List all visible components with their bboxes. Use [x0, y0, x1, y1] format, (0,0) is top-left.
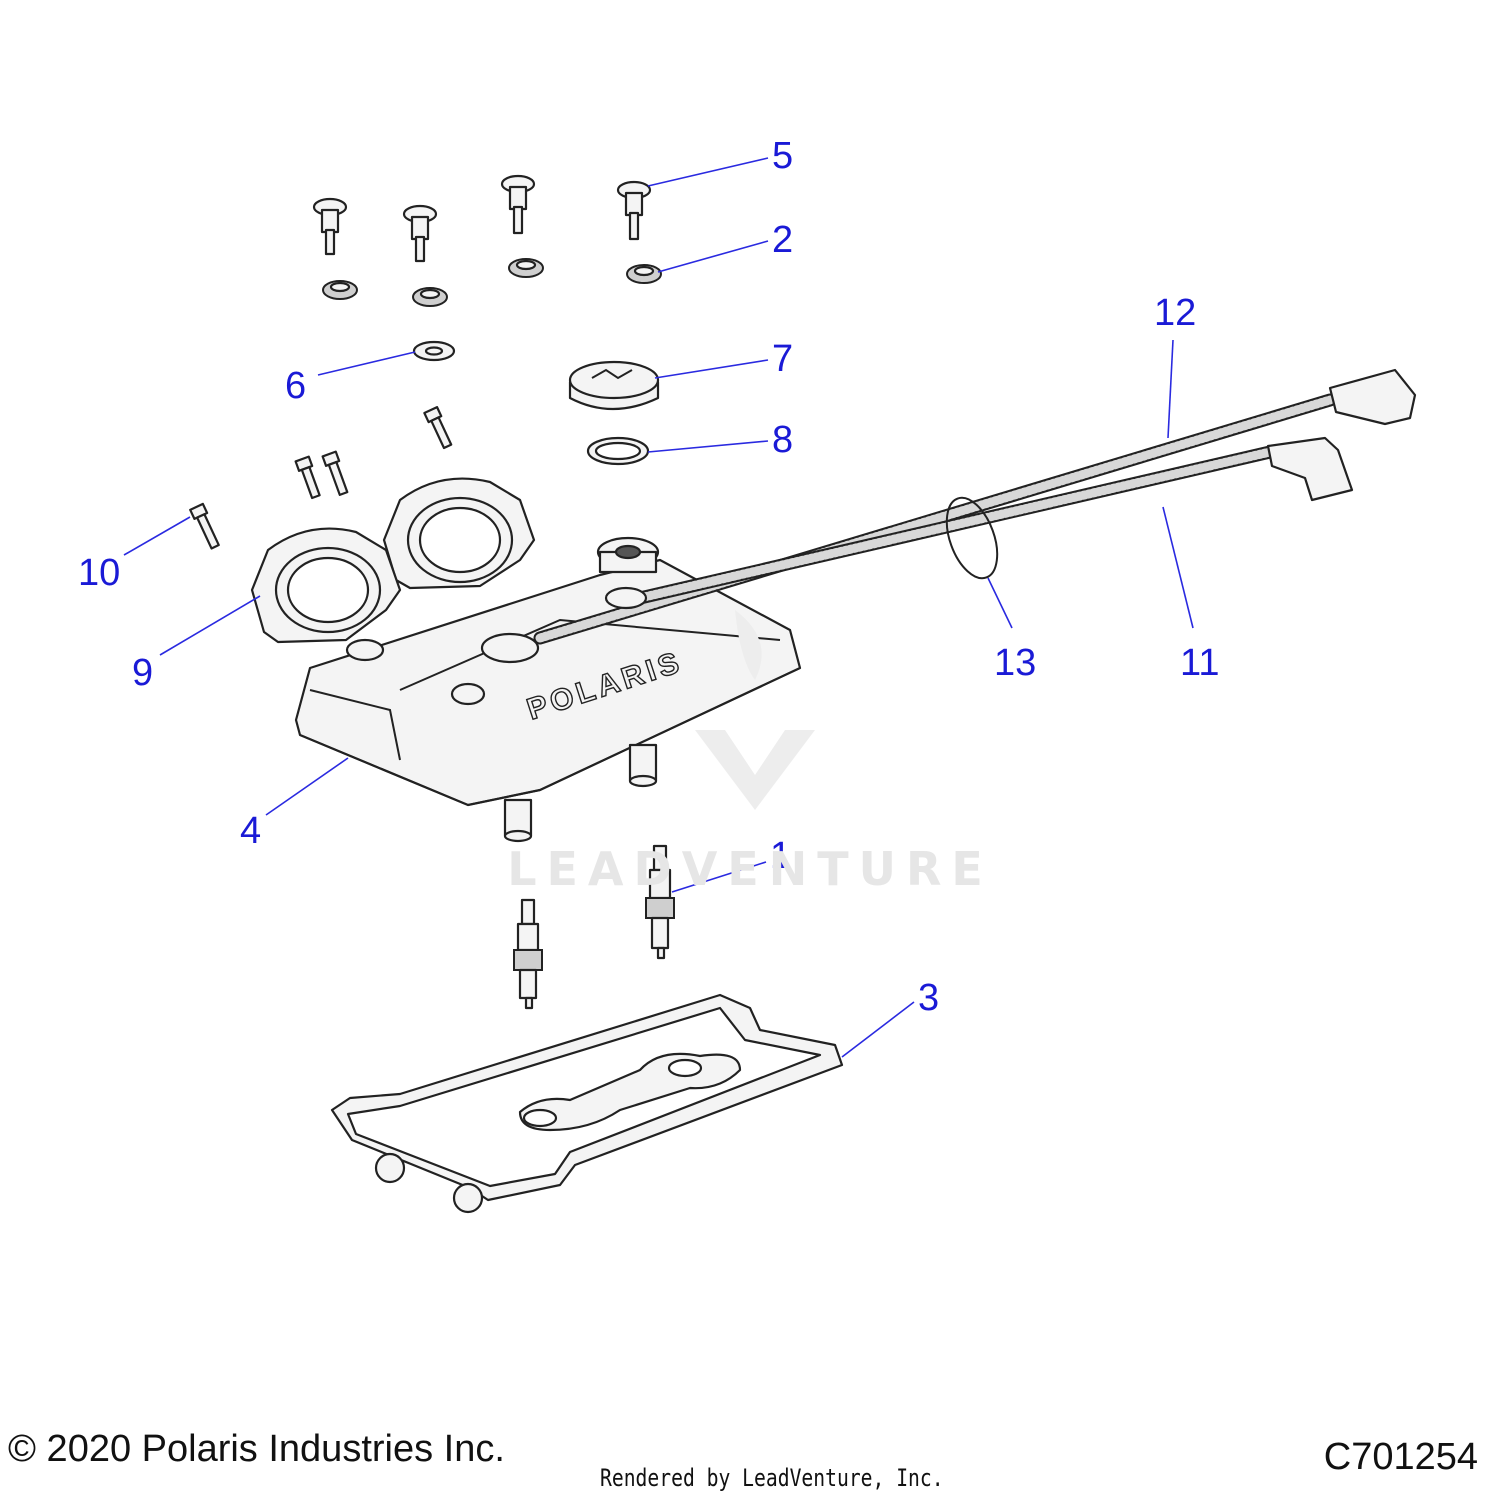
bolt [312, 197, 348, 256]
bolt-5-group [312, 174, 652, 263]
callout-6: 6 [285, 365, 306, 407]
oil-fill-cap-7 [568, 360, 660, 411]
wire-loop-13 [945, 496, 999, 580]
callout-10: 10 [78, 552, 120, 594]
callout-11: 11 [1180, 642, 1219, 684]
bolt [402, 204, 438, 263]
drawing-id: C701254 [1323, 1436, 1478, 1478]
callout-labels: 5 2 12 7 6 8 10 9 13 11 4 1 3 [78, 135, 1219, 1019]
callout-8: 8 [772, 419, 793, 461]
callout-7: 7 [772, 338, 793, 380]
watermark-logo-icon [695, 610, 815, 810]
callout-12: 12 [1154, 292, 1196, 334]
bolt [616, 180, 652, 241]
bolt [500, 174, 536, 235]
leader-lines [123, 157, 1194, 1058]
valve-cover-gasket-3 [330, 993, 844, 1214]
grommet-2-group [322, 258, 662, 307]
callout-5: 5 [772, 135, 793, 177]
copyright-text: © 2020 Polaris Industries Inc. [8, 1428, 505, 1470]
washer-6 [412, 340, 456, 362]
o-ring-8 [586, 436, 650, 466]
spark-plug [513, 898, 543, 1010]
spark-plug-1-group [513, 844, 675, 1010]
rendered-by-text: Rendered by LeadVenture, Inc. [600, 1464, 944, 1492]
callout-4: 4 [240, 810, 261, 852]
spark-plug-wire-11 [604, 436, 1354, 610]
intake-boot [250, 527, 402, 644]
watermark-text: LEADVENTURE [507, 842, 993, 896]
spark-plug [645, 844, 675, 960]
spark-plug-wire-12 [480, 368, 1417, 664]
callout-3: 3 [918, 977, 939, 1019]
screw-10-group [189, 406, 453, 550]
valve-cover-4: POLARIS [294, 536, 802, 843]
callout-1: 1 [770, 835, 791, 877]
intake-boot-9-group [250, 477, 536, 644]
intake-boot [382, 477, 536, 590]
callout-9: 9 [132, 652, 153, 694]
callout-13: 13 [994, 642, 1036, 684]
callout-2: 2 [772, 219, 793, 261]
